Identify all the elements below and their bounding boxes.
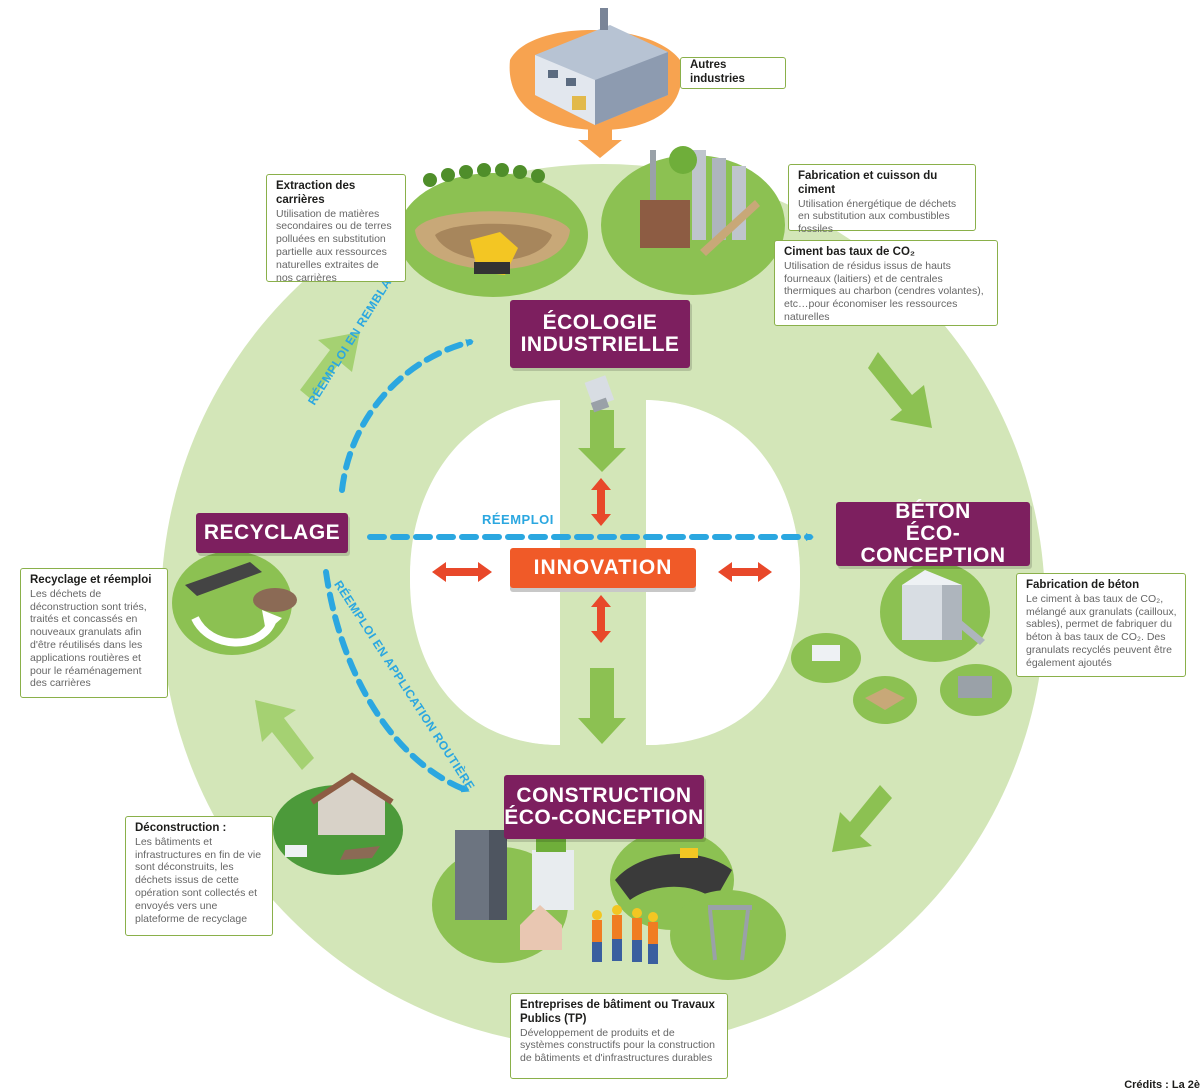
hub-ecologie-industrielle: ÉCOLOGIE INDUSTRIELLE bbox=[510, 300, 690, 368]
box-ciment-bas: Ciment bas taux de CO₂ Utilisation de ré… bbox=[774, 240, 998, 326]
arrow-down-right-icon bbox=[868, 352, 932, 428]
concrete-plant-illustration bbox=[791, 562, 1012, 724]
box-deconstruction-title: Déconstruction : bbox=[135, 822, 227, 834]
box-fabrication-beton-title: Fabrication de béton bbox=[1026, 579, 1140, 591]
arrow-up-left-icon bbox=[300, 332, 360, 400]
cycle-arrows bbox=[255, 110, 932, 852]
hub-innovation-label: INNOVATION bbox=[533, 556, 673, 579]
flow-label-reemploi: RÉEMPLOI bbox=[482, 512, 554, 527]
box-extraction-text: Utilisation de matières secondaires ou d… bbox=[276, 207, 392, 284]
hub-beton-line1: BÉTON bbox=[895, 499, 971, 523]
box-recyclage-reemploi: Recyclage et réemploi Les déchets de déc… bbox=[20, 568, 168, 698]
box-extraction-title: Extraction des carrières bbox=[276, 180, 356, 206]
box-autres-title: Autres industries bbox=[690, 58, 745, 85]
box-ciment-bas-text: Utilisation de résidus issus de hauts fo… bbox=[784, 259, 984, 323]
box-entreprises-text: Développement de produits et de systèmes… bbox=[520, 1026, 715, 1065]
hub-construction: CONSTRUCTION ÉCO-CONCEPTION bbox=[504, 775, 704, 839]
box-fabrication-ciment-text: Utilisation énergétique de déchets en su… bbox=[798, 197, 957, 236]
hub-recyclage-label: RECYCLAGE bbox=[203, 520, 341, 544]
box-recyclage-reemploi-text: Les déchets de déconstruction sont triés… bbox=[30, 587, 147, 690]
box-fabrication-beton: Fabrication de béton Le ciment à bas tau… bbox=[1016, 573, 1186, 677]
cement-plant-illustration bbox=[601, 146, 785, 295]
innovation-arrows bbox=[432, 478, 772, 643]
arrow-down-left-icon bbox=[832, 785, 892, 852]
flow-remblais-path bbox=[339, 339, 474, 493]
hub-beton-line2: ÉCO-CONCEPTION bbox=[860, 521, 1006, 568]
factory-illustration bbox=[509, 8, 682, 130]
hub-recyclage: RECYCLAGE bbox=[196, 513, 348, 553]
hub-innovation: INNOVATION bbox=[510, 548, 696, 588]
box-extraction: Extraction des carrières Utilisation de … bbox=[266, 174, 406, 284]
arrow-down-icon-bottom bbox=[578, 668, 626, 744]
arrow-up-left-icon-2 bbox=[255, 700, 314, 770]
recycling-illustration bbox=[172, 551, 297, 655]
box-fabrication-ciment: Fabrication et cuisson du ciment Utilisa… bbox=[788, 164, 976, 235]
box-fabrication-ciment-title: Fabrication et cuisson du ciment bbox=[798, 170, 938, 196]
hub-construction-line1: CONSTRUCTION bbox=[516, 783, 692, 807]
box-deconstruction: Déconstruction : Les bâtiments et infras… bbox=[125, 816, 273, 936]
box-deconstruction-text: Les bâtiments et infrastructures en fin … bbox=[135, 835, 262, 925]
truck-illustration bbox=[584, 375, 615, 413]
quarry-illustration bbox=[398, 163, 588, 297]
arrow-down-icon-top bbox=[578, 410, 626, 472]
construction-illustration bbox=[432, 830, 786, 980]
box-recyclage-reemploi-title: Recyclage et réemploi bbox=[30, 574, 152, 586]
hub-construction-line2: ÉCO-CONCEPTION bbox=[504, 806, 704, 829]
box-ciment-bas-title: Ciment bas taux de CO₂ bbox=[784, 246, 915, 258]
hub-ecologie-line2: INDUSTRIELLE bbox=[520, 333, 680, 356]
flow-routiere-path bbox=[323, 569, 470, 793]
box-entreprises-title: Entreprises de bâtiment ou Travaux Publi… bbox=[520, 999, 715, 1025]
box-fabrication-beton-text: Le ciment à bas taux de CO₂, mélangé aux… bbox=[1026, 592, 1177, 669]
credit-text: Crédits : La 2è bbox=[1124, 1079, 1200, 1091]
hub-beton: BÉTON ÉCO-CONCEPTION bbox=[836, 499, 1030, 568]
hub-ecologie-line1: ÉCOLOGIE bbox=[542, 310, 658, 334]
box-entreprises: Entreprises de bâtiment ou Travaux Publi… bbox=[510, 993, 728, 1079]
deconstruction-illustration bbox=[273, 772, 403, 875]
box-autres-industries: Autres industries bbox=[680, 57, 786, 89]
reuse-flows bbox=[323, 339, 814, 793]
